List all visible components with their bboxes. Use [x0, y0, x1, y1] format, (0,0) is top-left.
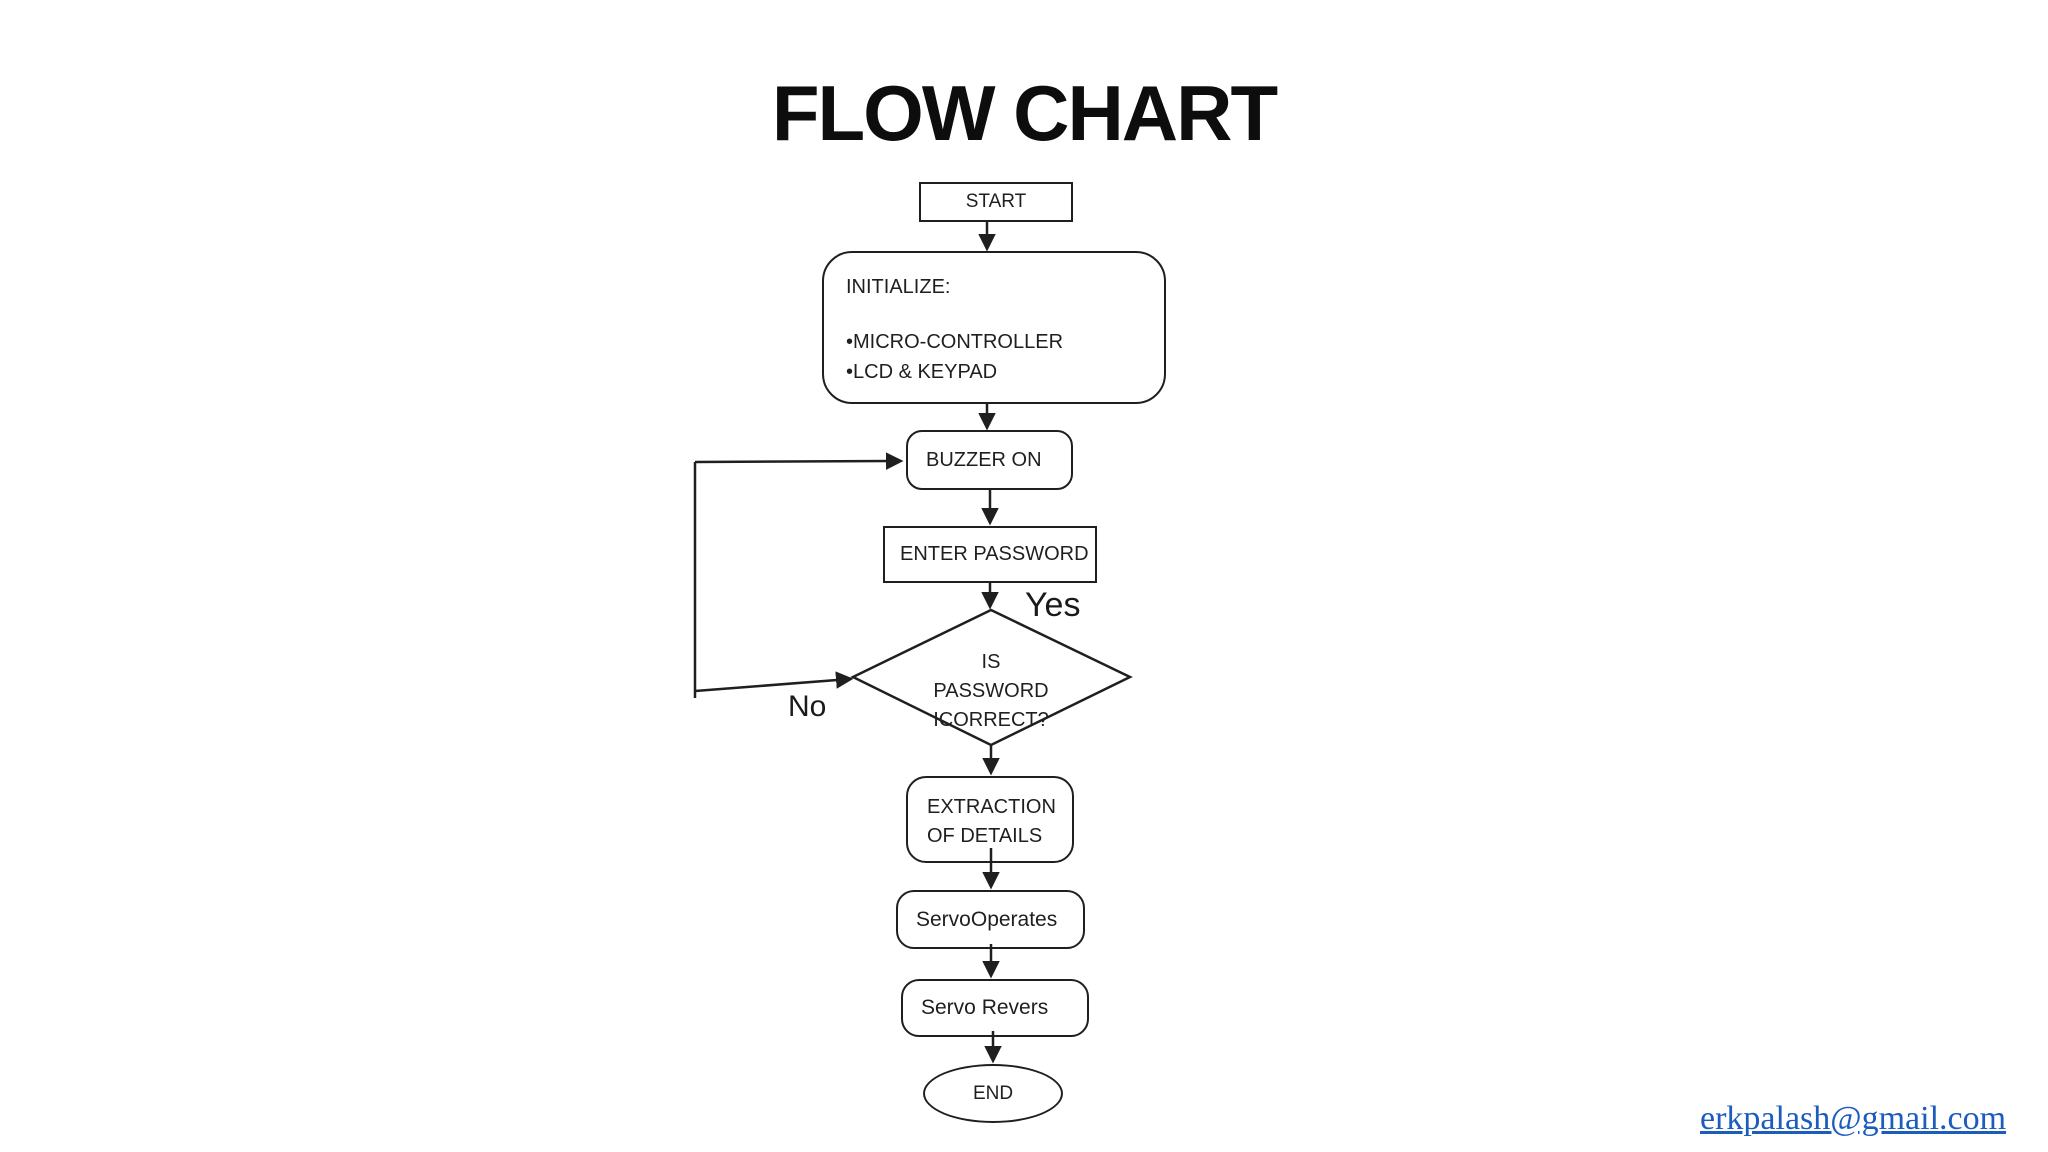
node-servo-operates: ServoOperates [896, 890, 1085, 949]
loop-no-top-segment [694, 452, 904, 470]
node-start-label: START [965, 191, 1027, 212]
initialize-bullet-2: •LCD & KEYPAD [846, 361, 998, 383]
decision-line-2: PASSWORD [933, 680, 1049, 702]
initialize-heading: INITIALIZE: [846, 276, 951, 298]
decision-line-3: ICORRECT? [933, 709, 1049, 731]
edge-label-yes: Yes [1025, 586, 1081, 624]
extraction-line-2: OF DETAILS [927, 825, 1043, 847]
node-initialize: INITIALIZE: •MICRO-CONTROLLER •LCD & KEY… [822, 251, 1166, 404]
node-end: END [923, 1064, 1063, 1123]
node-enter-password-label: ENTER PASSWORD [900, 543, 1089, 565]
node-buzzer-on: BUZZER ON [906, 430, 1073, 490]
extraction-line-1: EXTRACTION [927, 796, 1056, 818]
page-title: FLOW CHART [771, 69, 1278, 157]
initialize-bullet-1: •MICRO-CONTROLLER [846, 331, 1064, 353]
email-link[interactable]: erkpalash@gmail.com [1700, 1100, 2007, 1137]
node-servo-revers: Servo Revers [901, 979, 1089, 1037]
node-password-decision-text: IS PASSWORD ICORRECT? [891, 648, 1091, 735]
loop-no-bottom-segment [694, 671, 854, 693]
node-buzzer-on-label: BUZZER ON [926, 448, 1042, 471]
node-enter-password: ENTER PASSWORD [883, 526, 1097, 583]
edge-label-no: No [788, 690, 827, 723]
node-start: START [919, 182, 1073, 222]
node-extraction-of-details: EXTRACTION OF DETAILS [906, 776, 1074, 863]
decision-line-1: IS [981, 651, 1001, 673]
node-servo-operates-label: ServoOperates [916, 907, 1058, 931]
node-end-label: END [972, 1082, 1014, 1104]
node-servo-revers-label: Servo Revers [921, 996, 1049, 1019]
